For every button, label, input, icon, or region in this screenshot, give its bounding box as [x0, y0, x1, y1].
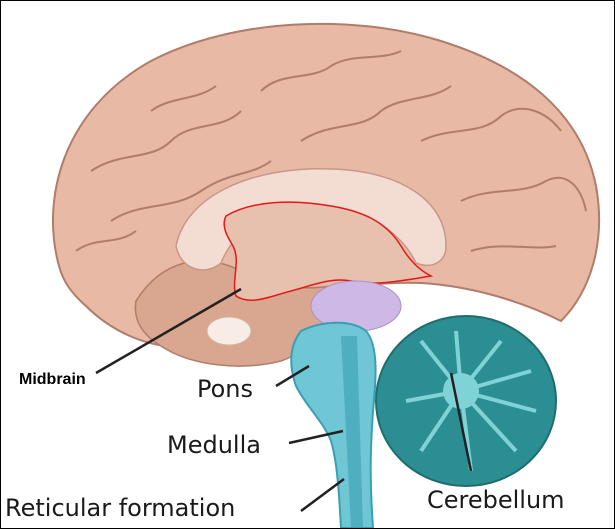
pale-oval — [207, 317, 251, 345]
label-cerebellum: Cerebellum — [427, 486, 565, 514]
brainstem — [291, 323, 375, 528]
label-midbrain: Midbrain — [19, 371, 86, 389]
label-pons: Pons — [197, 375, 253, 403]
label-medulla: Medulla — [167, 431, 261, 459]
label-reticular-formation: Reticular formation — [5, 494, 235, 522]
cerebellum-core — [443, 373, 479, 409]
